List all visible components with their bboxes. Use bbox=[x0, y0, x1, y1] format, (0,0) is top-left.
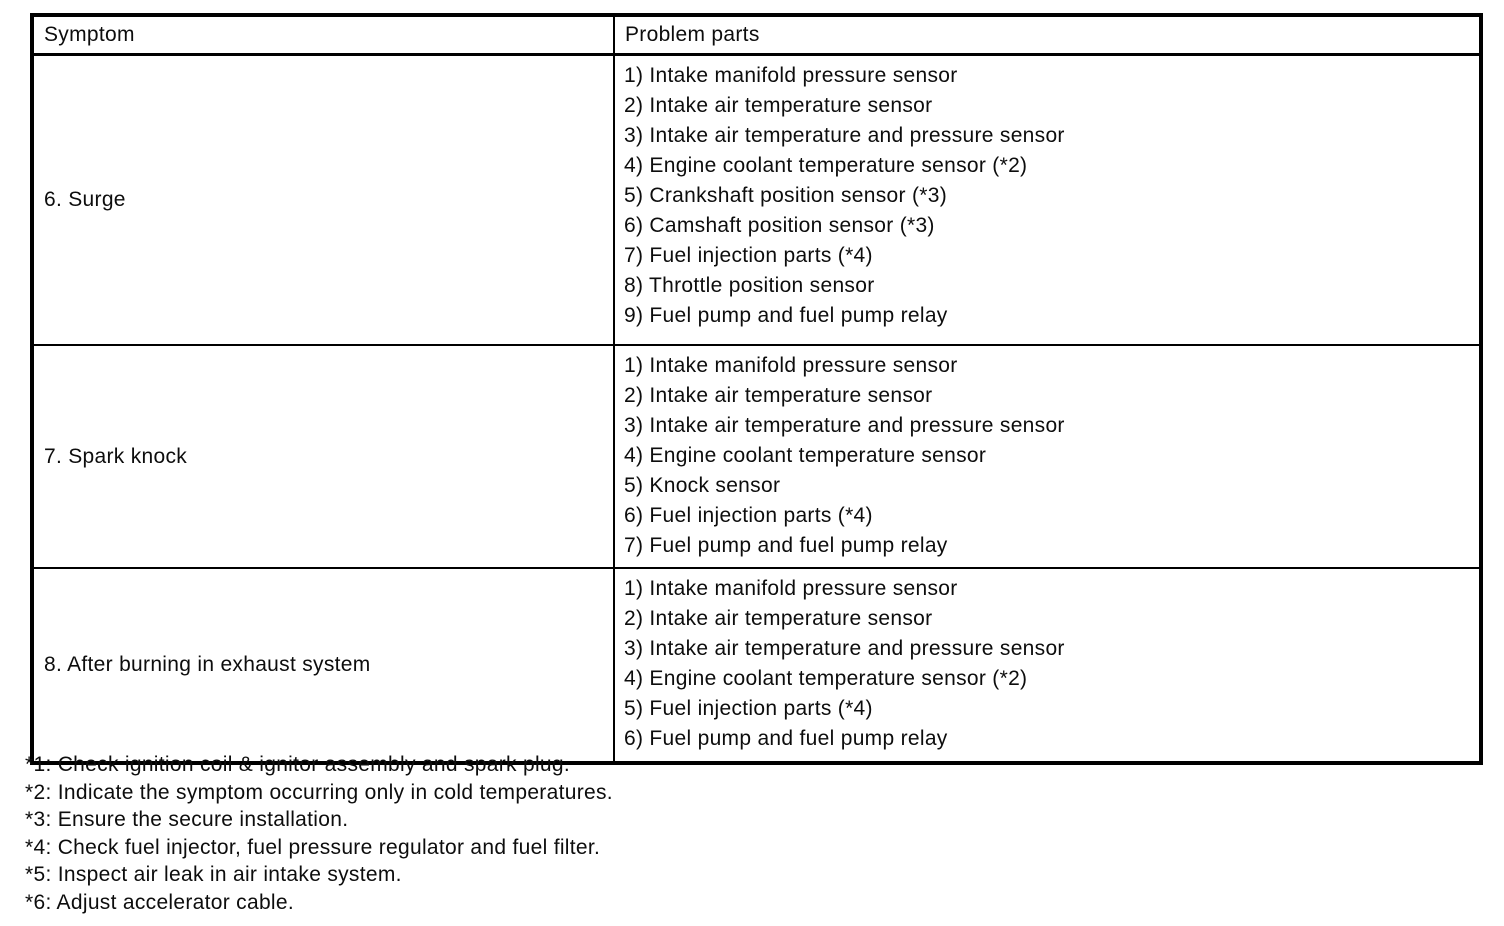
problem-part-item: 2) Intake air temperature sensor bbox=[624, 94, 933, 117]
footnote-line: *1: Check ignition coil & ignitor assemb… bbox=[25, 753, 571, 776]
problem-part-item: 4) Engine coolant temperature sensor (*2… bbox=[624, 667, 1028, 690]
problem-parts-cell: 1) Intake manifold pressure sensor 2) Int… bbox=[613, 567, 1482, 764]
problem-parts-list: 1) Intake manifold pressure sensor 2) Int… bbox=[624, 574, 1479, 754]
table-row-spark-knock: 7. Spark knock 1) Intake manifold pressu… bbox=[31, 344, 1482, 569]
symptom-label: 7. Spark knock bbox=[31, 344, 615, 569]
symptom-troubleshooting-table: Symptom Problem parts 6. Surge 1) Intake… bbox=[30, 13, 1483, 765]
problem-part-item: 1) Intake manifold pressure sensor bbox=[624, 577, 958, 600]
symptom-label: 8. After burning in exhaust system bbox=[31, 567, 615, 764]
problem-part-item: 5) Crankshaft position sensor (*3) bbox=[624, 184, 948, 207]
footnote-line: *3: Ensure the secure installation. bbox=[25, 808, 349, 832]
problem-part-item: 1) Intake manifold pressure sensor bbox=[624, 354, 958, 377]
problem-part-item: 7) Fuel injection parts (*4) bbox=[624, 244, 873, 267]
problem-parts-list: 1) Intake manifold pressure sensor 2) Int… bbox=[624, 61, 1479, 331]
problem-parts-cell: 1) Intake manifold pressure sensor 2) Int… bbox=[613, 344, 1482, 569]
problem-part-item: 2) Intake air temperature sensor bbox=[624, 384, 933, 407]
footnotes: *1: Check ignition coil & ignitor assemb… bbox=[25, 751, 613, 917]
footnote-line: *4: Check fuel injector, fuel pressure r… bbox=[25, 835, 601, 859]
problem-part-item: 5) Fuel injection parts (*4) bbox=[624, 697, 873, 720]
footnote-line: *5: Inspect air leak in air intake syste… bbox=[25, 863, 402, 887]
problem-part-item: 5) Knock sensor bbox=[624, 474, 781, 497]
problem-parts-cell: 1) Intake manifold pressure sensor 2) Int… bbox=[613, 53, 1482, 346]
column-header-symptom: Symptom bbox=[31, 14, 615, 56]
footnote-line: *2: Indicate the symptom occurring only … bbox=[25, 780, 613, 804]
problem-part-item: 7) Fuel pump and fuel pump relay bbox=[624, 534, 948, 557]
table-header-row: Symptom Problem parts bbox=[31, 14, 1482, 56]
symptom-label: 6. Surge bbox=[31, 53, 615, 346]
problem-part-item: 9) Fuel pump and fuel pump relay bbox=[624, 304, 948, 327]
problem-part-item: 4) Engine coolant temperature sensor (*2… bbox=[624, 154, 1028, 177]
column-header-problem-parts: Problem parts bbox=[613, 14, 1482, 56]
problem-part-item: 6) Fuel pump and fuel pump relay bbox=[624, 727, 948, 750]
problem-part-item: 3) Intake air temperature and pressure s… bbox=[624, 124, 1065, 147]
table-row-surge: 6. Surge 1) Intake manifold pressure sen… bbox=[31, 53, 1482, 346]
problem-part-item: 6) Camshaft position sensor (*3) bbox=[624, 214, 935, 237]
problem-part-item: 4) Engine coolant temperature sensor bbox=[624, 444, 987, 467]
problem-part-item: 3) Intake air temperature and pressure s… bbox=[624, 637, 1065, 660]
problem-part-item: 1) Intake manifold pressure sensor bbox=[624, 64, 958, 87]
problem-part-item: 8) Throttle position sensor bbox=[624, 274, 875, 297]
problem-part-item: 2) Intake air temperature sensor bbox=[624, 607, 933, 630]
footnote-line: *6: Adjust accelerator cable. bbox=[25, 890, 295, 914]
problem-parts-list: 1) Intake manifold pressure sensor 2) Int… bbox=[624, 351, 1479, 561]
table-row-after-burning: 8. After burning in exhaust system 1) In… bbox=[31, 567, 1482, 764]
problem-part-item: 3) Intake air temperature and pressure s… bbox=[624, 414, 1065, 437]
problem-part-item: 6) Fuel injection parts (*4) bbox=[624, 504, 873, 527]
